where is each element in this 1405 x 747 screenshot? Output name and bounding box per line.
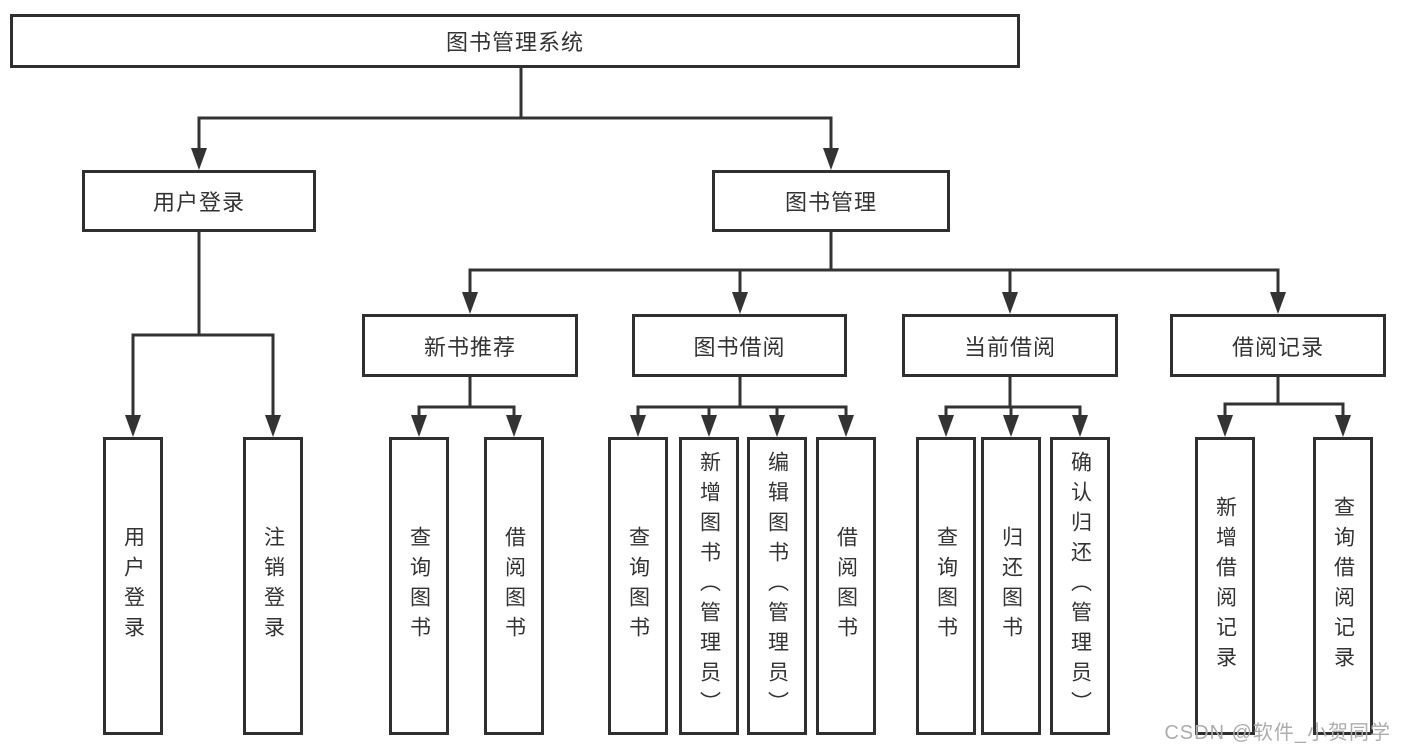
arrowheads [125, 148, 1351, 437]
node-new-book-recommendation: 新书推荐 [362, 314, 578, 377]
node-library-management-system: 图书管理系统 [10, 14, 1020, 68]
node-user-login: 用户登录 [82, 170, 316, 232]
leaf-logout: 注销登录 [243, 437, 303, 735]
node-label: 注销登录 [261, 526, 285, 646]
node-label: 图书管理 [784, 190, 877, 215]
node-label: 归还图书 [999, 526, 1023, 646]
node-label: 图书借阅 [693, 334, 786, 360]
node-label: 查询图书 [626, 526, 650, 646]
node-borrowing-records: 借阅记录 [1170, 314, 1386, 377]
node-label: 当前借阅 [963, 334, 1056, 360]
node-label: 借阅记录 [1231, 334, 1324, 360]
node-label: 借阅图书 [834, 526, 858, 646]
leaf-add-borrow-record: 新增借阅记录 [1195, 437, 1255, 735]
node-label: 用户登录 [152, 190, 245, 215]
node-book-management: 图书管理 [712, 170, 950, 232]
leaf-confirm-return-admin: 确认归还（管理员） [1050, 437, 1110, 735]
leaf-query-borrow-record: 查询借阅记录 [1313, 437, 1373, 735]
leaf-edit-book-admin: 编辑图书（管理员） [747, 437, 807, 735]
leaf-query-books-borrow: 查询图书 [608, 437, 668, 735]
node-current-borrowing: 当前借阅 [902, 314, 1118, 377]
node-label: 查询图书 [407, 526, 431, 646]
node-label: 新增借阅记录 [1213, 496, 1237, 676]
connector-shafts [131, 68, 1345, 421]
node-label: 借阅图书 [502, 526, 526, 646]
leaf-borrow-books: 借阅图书 [816, 437, 876, 735]
node-label: 新增图书（管理员） [697, 451, 721, 721]
node-label: 编辑图书（管理员） [765, 451, 789, 721]
leaf-return-books: 归还图书 [981, 437, 1041, 735]
node-label: 用户登录 [121, 526, 145, 646]
node-label: 图书管理系统 [445, 30, 584, 55]
node-label: 查询图书 [934, 526, 958, 646]
leaf-query-books-current: 查询图书 [916, 437, 976, 735]
leaf-user-login: 用户登录 [103, 437, 163, 735]
node-label: 确认归还（管理员） [1068, 451, 1092, 721]
leaf-query-books-recommend: 查询图书 [389, 437, 449, 735]
node-label: 查询借阅记录 [1331, 496, 1355, 676]
leaf-add-book-admin: 新增图书（管理员） [679, 437, 739, 735]
watermark-text: CSDN @软件_小贺同学 [1164, 722, 1391, 744]
node-book-borrowing: 图书借阅 [632, 314, 847, 377]
leaf-borrow-books-recommend: 借阅图书 [484, 437, 544, 735]
node-label: 新书推荐 [423, 334, 516, 360]
